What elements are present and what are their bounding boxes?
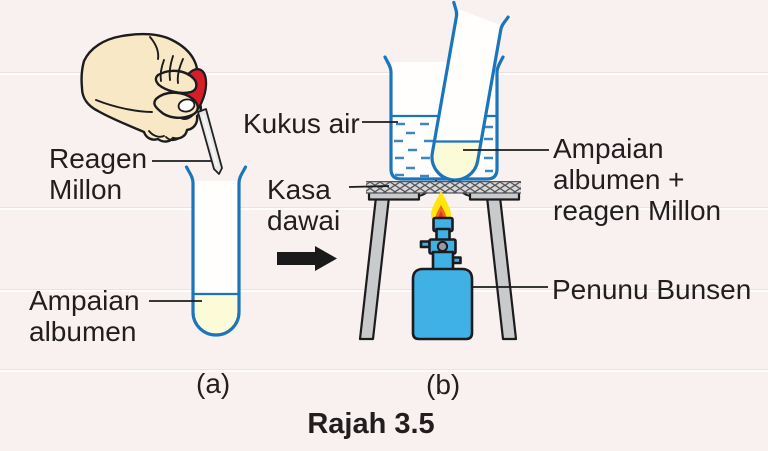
test-tube-a [184, 165, 248, 337]
thumb-nail [177, 98, 196, 113]
label-mixture: Ampaian albumen + reagen Millon [553, 133, 722, 226]
label-penunu-bunsen: Penunu Bunsen [552, 274, 752, 305]
hand-illustration [80, 32, 208, 143]
label-ampaian-albumen: Ampaian albumen [29, 285, 140, 347]
panel-b-letter: (b) [426, 369, 461, 400]
bunsen-burner [411, 216, 474, 341]
wire-gauze [366, 181, 521, 194]
albumen-liquid-a [194, 294, 238, 334]
dropper [197, 108, 223, 175]
air-hole [436, 240, 449, 253]
label-line-wire-gauze [348, 185, 390, 188]
label-reagent-millon: Reagen Millon [49, 143, 148, 205]
panel-a-letter: (a) [196, 368, 231, 399]
label-kukus-air: Kukus air [243, 108, 360, 139]
label-kasa-dawai: Kasa dawai [267, 174, 341, 236]
transition-arrow [277, 246, 337, 271]
figure-caption: Rajah 3.5 [307, 408, 435, 440]
